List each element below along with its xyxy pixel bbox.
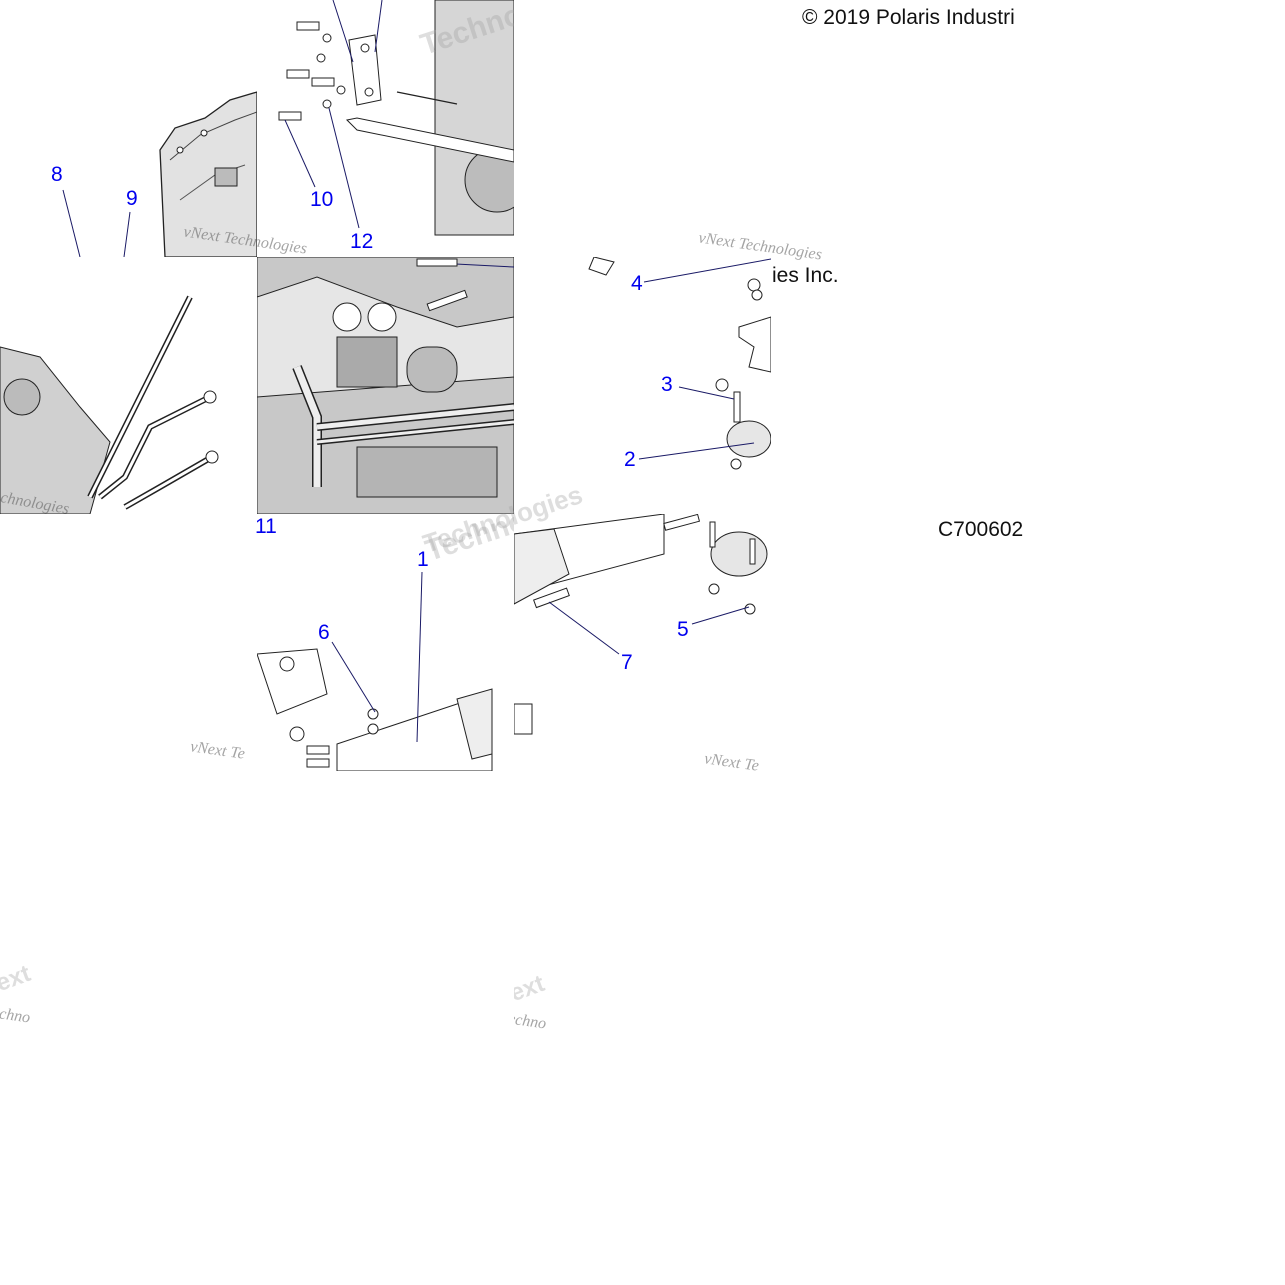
callout-12: 12 bbox=[350, 230, 374, 253]
crossmember-drawing bbox=[257, 571, 493, 771]
watermark-fragment-c-2: echno bbox=[514, 1010, 547, 1033]
engine-drawing bbox=[257, 257, 514, 514]
callout-3: 3 bbox=[661, 373, 673, 396]
callout-8: 8 bbox=[51, 163, 63, 186]
callout-6: 6 bbox=[318, 621, 330, 644]
copyright-fragment: ies Inc. bbox=[772, 264, 839, 287]
diagram-tile-middle-right: vNext Technologies bbox=[514, 257, 771, 514]
diagram-tile-bottom-middle: Technologies bbox=[257, 514, 514, 771]
oil-lines-drawing bbox=[0, 295, 219, 514]
bracket-drawing bbox=[278, 0, 514, 236]
callout-7: 7 bbox=[621, 651, 633, 674]
diagram-tile-top-middle: Technologies bbox=[257, 0, 514, 257]
copyright-text: © 2019 Polaris Industri bbox=[802, 6, 1015, 29]
watermark-fragment-b-2: ext bbox=[514, 975, 547, 1008]
callout-9: 9 bbox=[126, 187, 138, 210]
engine-cover-drawing bbox=[62, 91, 257, 257]
watermark-short-1: vNext Te bbox=[189, 738, 246, 763]
callout-5: 5 bbox=[677, 618, 689, 641]
callout-1: 1 bbox=[417, 548, 429, 571]
diagram-tile-top-left bbox=[0, 0, 257, 257]
mount-upper-drawing bbox=[588, 257, 771, 470]
mount-lower-drawing bbox=[514, 514, 768, 735]
diagram-tile-fragment-right: ext echno bbox=[514, 975, 547, 1035]
callout-10: 10 bbox=[310, 188, 334, 211]
callout-11: 11 bbox=[255, 515, 277, 538]
watermark-fragment-c: echno bbox=[0, 1004, 32, 1027]
diagram-tile-center bbox=[257, 257, 514, 514]
callout-4: 4 bbox=[631, 272, 643, 295]
callout-2: 2 bbox=[624, 448, 636, 471]
watermark-fragment-b: ext bbox=[0, 965, 33, 998]
figure-id: C700602 bbox=[938, 518, 1024, 541]
diagram-tile-bottom-right: vNext Te bbox=[514, 514, 771, 771]
diagram-tile-middle-left: chnologies bbox=[0, 257, 257, 514]
diagram-tile-fragment-left: ext echno bbox=[0, 965, 33, 1030]
